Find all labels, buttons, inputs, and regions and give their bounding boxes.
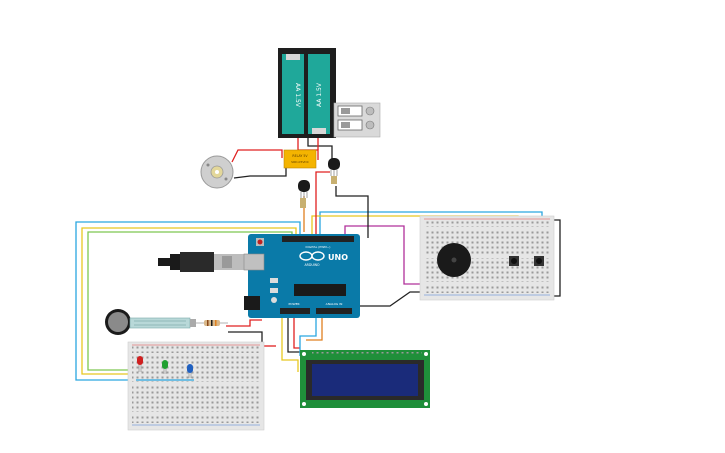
battery-cell-2 (308, 54, 330, 134)
atmega-chip (294, 284, 346, 296)
power-label: POWER (288, 302, 299, 306)
dc-motor-icon[interactable] (200, 155, 234, 189)
wire-black-fsr[interactable] (228, 331, 263, 346)
piezo-buzzer-icon[interactable] (437, 243, 471, 277)
wire-blue-lcd[interactable] (299, 310, 317, 356)
arduino-uno-board[interactable]: UNO ARDUINO DIGITAL (PWM~) POWER ANALOG … (243, 234, 360, 318)
usb-cable-icon[interactable] (158, 252, 254, 272)
power-header[interactable] (280, 308, 310, 314)
resistor-icon[interactable] (196, 320, 228, 326)
wire-red-transistor2[interactable] (315, 171, 330, 236)
wire-black-motor[interactable] (233, 168, 287, 179)
wire-red-lcd[interactable] (293, 310, 300, 349)
wire-orange-lcd[interactable] (306, 310, 323, 341)
slide-switches[interactable] (333, 102, 381, 138)
lcd-screen (312, 364, 418, 396)
breadboard-right[interactable] (419, 215, 555, 301)
transistor-icon[interactable] (328, 158, 340, 184)
wire-yellow-lcd[interactable] (281, 310, 299, 372)
transistor-icon[interactable] (298, 180, 310, 208)
arduino-logo-icon (299, 251, 325, 261)
arduino-model: UNO (328, 253, 348, 262)
relay-label-1: RELAY 5V (292, 154, 308, 158)
battery-cell-1 (282, 54, 304, 134)
digital-header[interactable] (282, 236, 354, 242)
wire-red-motor[interactable] (231, 149, 283, 163)
pushbutton-icon[interactable] (534, 256, 544, 266)
wire-black-battery[interactable] (307, 138, 333, 160)
analog-label: ANALOG IN (326, 302, 343, 306)
relay-label-2: SRD-05VDC (291, 160, 309, 164)
wire-black-transistor[interactable] (335, 186, 369, 238)
digital-label: DIGITAL (PWM~) (306, 245, 331, 249)
force-sensor-icon[interactable] (105, 309, 196, 335)
battery-pack[interactable]: AA 1.5V AA 1.5V (278, 48, 336, 138)
relay-module[interactable]: RELAY 5V SRD-05VDC (283, 149, 317, 169)
lcd-display[interactable] (300, 350, 430, 408)
battery-cell-2-label: AA 1.5V (316, 82, 323, 107)
breadboard-left[interactable] (127, 341, 265, 431)
led-icon[interactable] (137, 356, 143, 372)
wire-red-fsr[interactable] (226, 319, 262, 327)
led-icon[interactable] (187, 364, 193, 378)
analog-header[interactable] (316, 308, 352, 314)
wire-magenta[interactable] (344, 225, 428, 285)
battery-cell-1-label: AA 1.5V (294, 83, 301, 108)
arduino-brand: ARDUINO (304, 263, 320, 267)
led-icon[interactable] (162, 360, 168, 374)
wire-black-lcd[interactable] (287, 310, 300, 353)
pushbutton-icon[interactable] (509, 256, 519, 266)
